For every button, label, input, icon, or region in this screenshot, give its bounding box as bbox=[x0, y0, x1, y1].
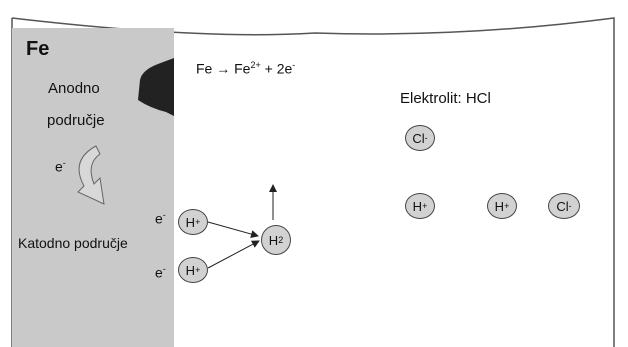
anodic-pit bbox=[138, 58, 174, 116]
anode-reaction: Fe → Fe2+ + 2e- bbox=[196, 60, 295, 77]
cl-ion-top-charge: - bbox=[424, 133, 428, 143]
h-ion-cathode-bottom: H+ bbox=[178, 257, 208, 283]
cl-ion-top: Cl- bbox=[405, 125, 435, 151]
cl-ion-right-charge: - bbox=[568, 201, 572, 211]
electron-charge: - bbox=[62, 158, 66, 168]
h-ion-cathode-top: H+ bbox=[178, 209, 208, 235]
cathode-label: Katodno područje bbox=[18, 235, 128, 251]
h-ion-cathode-bottom-symbol: H bbox=[185, 262, 196, 278]
electron-2-symbol: e bbox=[155, 264, 163, 281]
arrow-h-to-h2-bottom bbox=[207, 240, 260, 269]
electrolyte-label: Elektrolit: HCl bbox=[400, 90, 491, 107]
electron-flow-label: e- bbox=[55, 158, 66, 175]
electron-label-2: e- bbox=[155, 264, 166, 281]
anode-label-line2: područje bbox=[47, 112, 105, 129]
h-ion-right-2: H+ bbox=[487, 193, 517, 219]
h2-subscript: 2 bbox=[278, 235, 284, 245]
cl-ion-top-symbol: Cl bbox=[412, 130, 425, 146]
h-ion-right-2-charge: + bbox=[504, 201, 510, 211]
electron-flow-arrow bbox=[77, 145, 105, 205]
cl-ion-right-symbol: Cl bbox=[556, 198, 569, 214]
h-ion-right-1: H+ bbox=[405, 193, 435, 219]
electron-1-charge: - bbox=[162, 210, 166, 220]
h-ion-right-2-symbol: H bbox=[494, 198, 505, 214]
reaction-e-charge: - bbox=[292, 60, 296, 70]
reaction-fe-charge: 2+ bbox=[250, 60, 261, 70]
electron-label-1: e- bbox=[155, 210, 166, 227]
arrow-h-to-h2-top bbox=[207, 221, 259, 238]
electron-2-charge: - bbox=[162, 264, 166, 274]
h-ion-cathode-top-charge: + bbox=[195, 217, 201, 227]
h-ion-right-1-symbol: H bbox=[412, 198, 423, 214]
h-ion-right-1-charge: + bbox=[422, 201, 428, 211]
h-ion-cathode-bottom-charge: + bbox=[195, 265, 201, 275]
electron-1-symbol: e bbox=[155, 210, 163, 227]
reaction-lhs: Fe → Fe bbox=[196, 60, 251, 77]
anode-label-line1: Anodno bbox=[48, 80, 100, 97]
reaction-rhs: + 2e bbox=[260, 60, 293, 77]
metal-symbol: Fe bbox=[26, 38, 50, 60]
electron-symbol: e bbox=[55, 158, 63, 175]
cl-ion-right: Cl- bbox=[548, 193, 580, 219]
h-ion-cathode-top-symbol: H bbox=[185, 214, 196, 230]
h2-symbol: H bbox=[268, 232, 279, 248]
